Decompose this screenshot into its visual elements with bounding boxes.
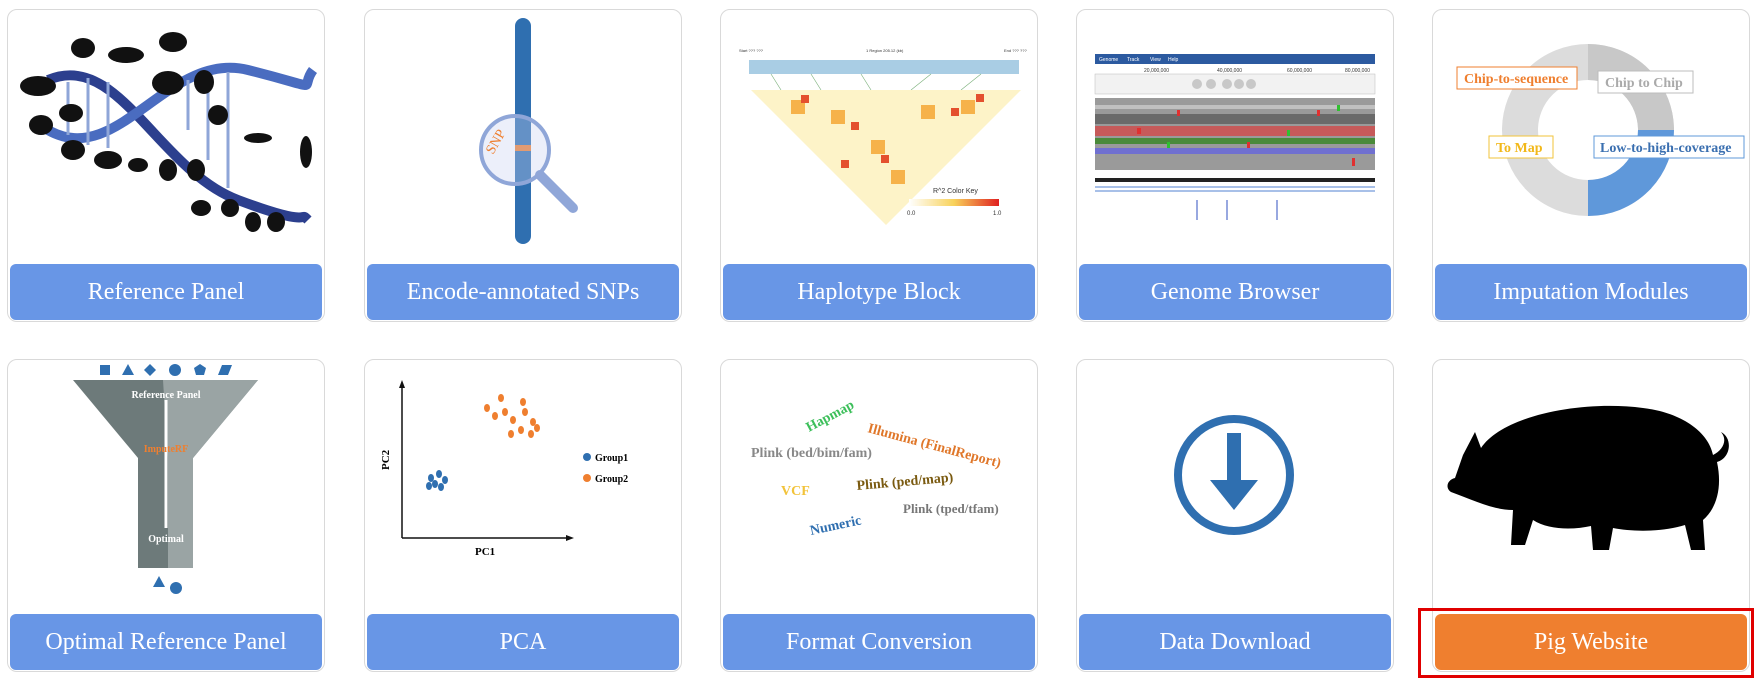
funnel-illustration: Reference Panel ImputeRF Optimal bbox=[8, 360, 324, 608]
svg-text:Plink (ped/map): Plink (ped/map) bbox=[856, 471, 954, 494]
ld-heatmap-illustration: Start ??? ??? 1 Region 205.12 (kb) End ?… bbox=[721, 10, 1037, 258]
encode-annotated-snps-button[interactable]: Encode-annotated SNPs bbox=[367, 264, 679, 320]
download-icon bbox=[1077, 360, 1393, 608]
svg-text:End ??? ???: End ??? ??? bbox=[1004, 48, 1027, 53]
svg-text:View: View bbox=[1150, 57, 1161, 63]
svg-text:Help: Help bbox=[1168, 57, 1179, 63]
svg-text:Illumina (FinalReport): Illumina (FinalReport) bbox=[866, 421, 1003, 471]
svg-text:Low-to-high-coverage: Low-to-high-coverage bbox=[1600, 141, 1731, 156]
tile-optimal-reference-panel[interactable]: Reference Panel ImputeRF Optimal Optimal… bbox=[7, 359, 325, 672]
tile-reference-panel[interactable]: Reference Panel bbox=[7, 9, 325, 322]
pca-button[interactable]: PCA bbox=[367, 614, 679, 670]
genome-browser-illustration: Genome Track View Help 20,000,000 40,000… bbox=[1077, 10, 1393, 258]
svg-text:Start ??? ???: Start ??? ??? bbox=[739, 48, 764, 53]
format-words-illustration: Hapmap Illumina (FinalReport) Plink (bed… bbox=[721, 360, 1037, 608]
tile-format-conversion[interactable]: Hapmap Illumina (FinalReport) Plink (bed… bbox=[720, 359, 1038, 672]
tile-pca[interactable]: PC1 PC2 Group1 Group2 PCA bbox=[364, 359, 682, 672]
haplotype-block-button[interactable]: Haplotype Block bbox=[723, 264, 1035, 320]
svg-text:R^2 Color Key: R^2 Color Key bbox=[933, 188, 978, 195]
tile-data-download[interactable]: Data Download bbox=[1076, 359, 1394, 672]
svg-text:Plink (tped/tfam): Plink (tped/tfam) bbox=[903, 501, 999, 516]
tile-imputation-modules[interactable]: Chip-to-sequence Chip to Chip To Map Low… bbox=[1432, 9, 1750, 322]
reference-panel-button[interactable]: Reference Panel bbox=[10, 264, 322, 320]
svg-text:1 Region 205.12 (kb): 1 Region 205.12 (kb) bbox=[866, 48, 904, 53]
svg-text:20,000,000: 20,000,000 bbox=[1144, 68, 1169, 74]
pig-silhouette-icon bbox=[1433, 360, 1749, 608]
svg-text:ImputeRF: ImputeRF bbox=[144, 444, 188, 455]
tile-encode-annotated-snps[interactable]: SNP Encode-annotated SNPs bbox=[364, 9, 682, 322]
data-download-button[interactable]: Data Download bbox=[1079, 614, 1391, 670]
svg-text:Group2: Group2 bbox=[595, 474, 628, 485]
reference-panel-illustration bbox=[8, 10, 324, 258]
svg-text:PC1: PC1 bbox=[475, 546, 495, 558]
svg-text:Plink (bed/bim/fam): Plink (bed/bim/fam) bbox=[751, 446, 872, 461]
svg-text:Track: Track bbox=[1127, 57, 1140, 63]
tile-haplotype-block[interactable]: Start ??? ??? 1 Region 205.12 (kb) End ?… bbox=[720, 9, 1038, 322]
snp-chromosome-illustration: SNP bbox=[365, 10, 681, 258]
svg-text:40,000,000: 40,000,000 bbox=[1217, 68, 1242, 74]
svg-text:Chip-to-sequence: Chip-to-sequence bbox=[1464, 72, 1568, 87]
format-conversion-button[interactable]: Format Conversion bbox=[723, 614, 1035, 670]
pca-scatter-illustration: PC1 PC2 Group1 Group2 bbox=[365, 360, 681, 608]
svg-text:Optimal: Optimal bbox=[148, 534, 184, 545]
svg-text:1.0: 1.0 bbox=[993, 211, 1002, 217]
svg-text:Group1: Group1 bbox=[595, 453, 628, 464]
pig-website-button[interactable]: Pig Website bbox=[1435, 614, 1747, 670]
imputation-modules-button[interactable]: Imputation Modules bbox=[1435, 264, 1747, 320]
svg-text:Chip to Chip: Chip to Chip bbox=[1605, 76, 1683, 91]
imputation-donut-illustration: Chip-to-sequence Chip to Chip To Map Low… bbox=[1433, 10, 1749, 258]
svg-text:Genome: Genome bbox=[1099, 57, 1118, 63]
svg-text:Hapmap: Hapmap bbox=[804, 398, 857, 436]
svg-text:80,000,000: 80,000,000 bbox=[1345, 68, 1370, 74]
optimal-reference-panel-button[interactable]: Optimal Reference Panel bbox=[10, 614, 322, 670]
svg-text:60,000,000: 60,000,000 bbox=[1287, 68, 1312, 74]
svg-text:PC2: PC2 bbox=[380, 449, 392, 470]
tile-genome-browser[interactable]: Genome Track View Help 20,000,000 40,000… bbox=[1076, 9, 1394, 322]
genome-browser-button[interactable]: Genome Browser bbox=[1079, 264, 1391, 320]
svg-text:0.0: 0.0 bbox=[907, 211, 916, 217]
svg-text:To Map: To Map bbox=[1496, 141, 1543, 156]
svg-text:Numeric: Numeric bbox=[809, 513, 863, 539]
svg-text:VCF: VCF bbox=[781, 484, 810, 499]
tile-pig-website[interactable]: Pig Website bbox=[1432, 359, 1750, 672]
svg-text:Reference Panel: Reference Panel bbox=[132, 390, 201, 401]
